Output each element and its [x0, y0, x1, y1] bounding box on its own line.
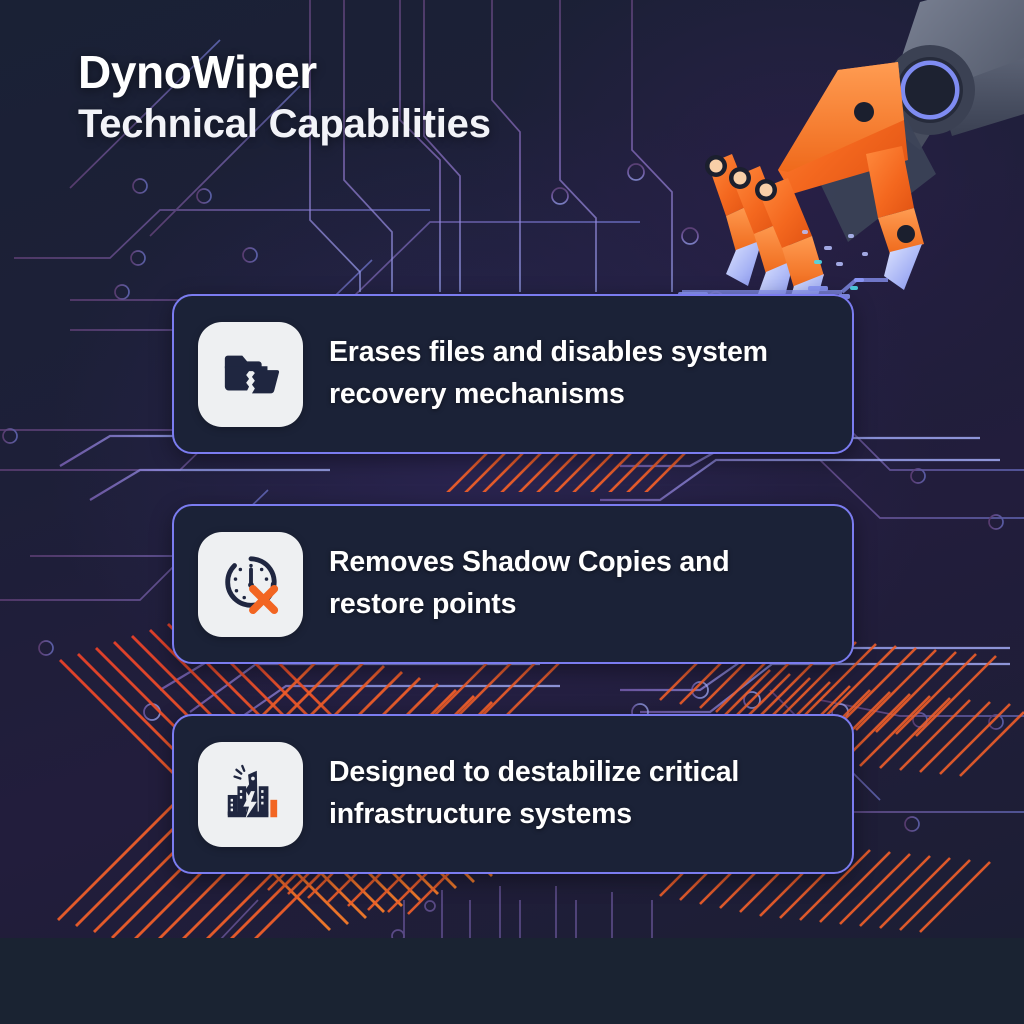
capability-card-list: Erases files and disables system recover… [172, 294, 854, 874]
capability-text: Erases files and disables system recover… [329, 336, 768, 410]
clock-remove-icon [198, 531, 303, 637]
robot-hand-icon [652, 0, 1024, 334]
capability-card[interactable]: Removes Shadow Copies and restore points [172, 504, 854, 664]
page-subtitle: Technical Capabilities [78, 102, 491, 147]
capability-card[interactable]: Erases files and disables system recover… [172, 294, 854, 454]
header-block: DynoWiper Technical Capabilities [78, 48, 491, 147]
broken-folder-icon [198, 321, 303, 427]
capability-text: Removes Shadow Copies and restore points [329, 546, 730, 620]
capability-card[interactable]: Designed to destabilize critical infrast… [172, 714, 854, 874]
page-title: DynoWiper [78, 46, 317, 98]
capability-text: Designed to destabilize critical infrast… [329, 756, 740, 830]
damaged-infrastructure-icon [198, 741, 303, 847]
bottom-band [0, 938, 1024, 1024]
